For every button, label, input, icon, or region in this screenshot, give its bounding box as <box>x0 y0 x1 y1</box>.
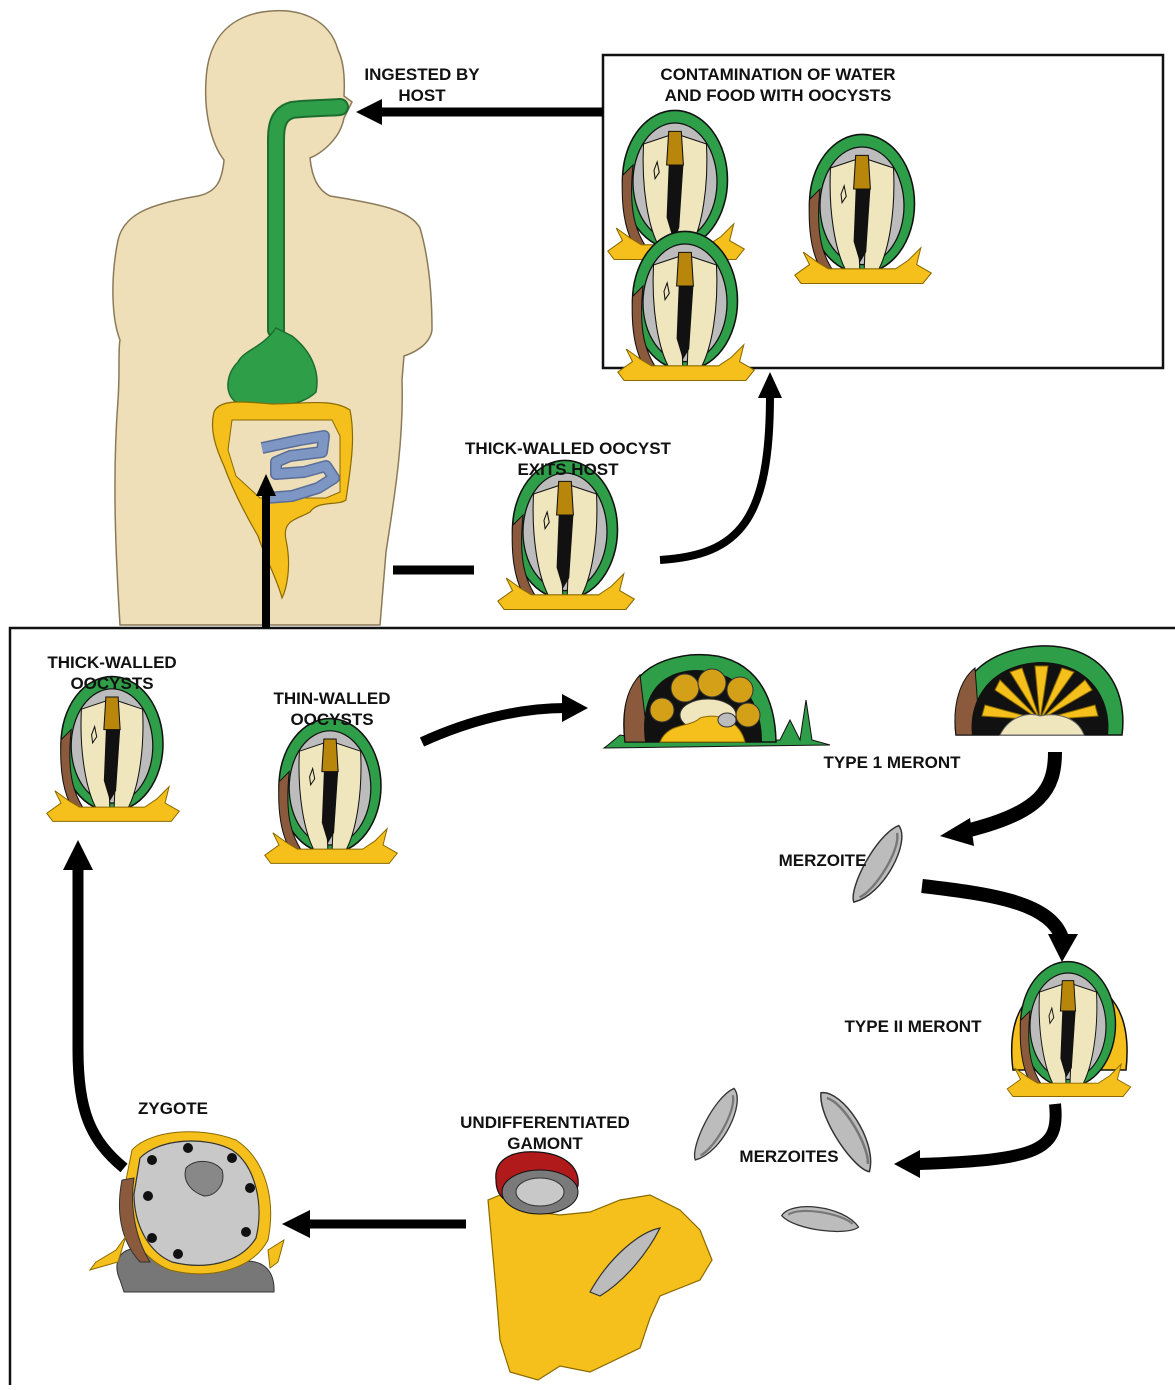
arrow-to-type2 <box>921 879 1069 941</box>
lifecycle-frame <box>8 626 1175 1385</box>
arrow-to-thick-oocyst <box>72 866 128 1173</box>
label-thin-walled-oocysts: THIN-WALLED OOCYSTS <box>273 689 391 729</box>
arrow-to-type1 <box>419 703 567 747</box>
zygote-cell <box>88 1131 285 1293</box>
merzoite-3 <box>779 1200 862 1238</box>
type2-meront <box>1006 960 1132 1098</box>
arrow-autoinfection-head <box>256 474 276 496</box>
label-type1-meront: TYPE 1 MERONT <box>823 753 961 772</box>
arrow-to-zygote-head <box>282 1210 310 1238</box>
arrow-to-merzoites <box>917 1103 1062 1170</box>
arrow-to-host-head <box>356 99 382 125</box>
human-host-figure <box>112 9 433 626</box>
label-merzoite: MERZOITE <box>778 851 867 870</box>
label-undifferentiated-gamont: UNDIFFERENTIATED GAMONT <box>460 1113 630 1153</box>
arrow-to-merzoite-head <box>940 818 974 846</box>
label-thick-walled-oocysts: THICK-WALLED OOCYSTS <box>47 653 177 693</box>
label-ingested-by-host: INGESTED BY HOST <box>364 65 480 105</box>
arrow-to-type2-head <box>1048 934 1078 962</box>
arrow-to-merzoites-head <box>894 1150 920 1178</box>
arrow-to-merzoite <box>968 751 1062 837</box>
undifferentiated-gamont <box>487 1151 713 1381</box>
type1-meront-early <box>602 653 831 749</box>
oocyst-thick-walled <box>45 675 181 823</box>
arrow-to-environment-head <box>758 372 782 398</box>
arrow-to-thick-oocyst-head <box>63 840 93 870</box>
oocyst-thin-walled <box>263 717 399 865</box>
label-type2-meront: TYPE II MERONT <box>844 1017 982 1036</box>
label-merzoites: MERZOITES <box>739 1147 839 1166</box>
arrow-to-environment <box>659 394 774 564</box>
arrow-to-type1-head <box>562 694 588 722</box>
oocyst-exits-host <box>497 459 636 611</box>
label-zygote: ZYGOTE <box>138 1099 208 1118</box>
oocyst-contamination-2 <box>794 133 933 285</box>
label-contamination: CONTAMINATION OF WATER AND FOOD WITH OOC… <box>660 65 896 105</box>
type1-meront-mature <box>954 645 1124 736</box>
label-thick-oocyst-exits-host: THICK-WALLED OOCYST EXITS HOST <box>465 439 671 479</box>
contamination-box <box>601 53 1165 370</box>
